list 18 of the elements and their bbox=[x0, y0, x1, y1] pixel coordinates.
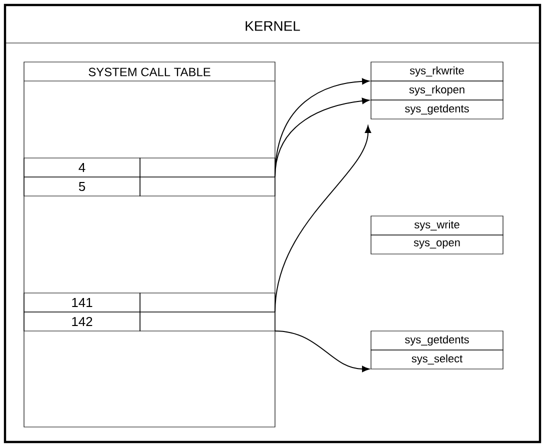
arrow bbox=[274, 98, 370, 178]
arrow bbox=[274, 330, 370, 372]
function-row: sys_select bbox=[370, 350, 504, 370]
table-cell: 141 bbox=[24, 292, 140, 312]
table-cell: 142 bbox=[24, 312, 140, 332]
function-row: sys_open bbox=[370, 234, 504, 254]
arrow bbox=[274, 125, 372, 312]
function-row: sys_rkopen bbox=[370, 80, 504, 100]
table-cell bbox=[140, 312, 276, 332]
table-cell bbox=[140, 176, 276, 196]
table-cell bbox=[140, 292, 276, 312]
function-row: sys_write bbox=[370, 216, 504, 236]
function-row: sys_getdents bbox=[370, 330, 504, 350]
table-cell: 4 bbox=[24, 158, 140, 178]
table-cell: 5 bbox=[24, 176, 140, 196]
function-row: sys_getdents bbox=[370, 100, 504, 120]
function-row: sys_rkwrite bbox=[370, 62, 504, 82]
table-cell bbox=[140, 158, 276, 178]
